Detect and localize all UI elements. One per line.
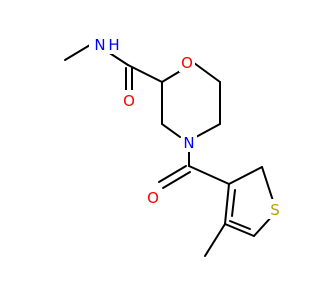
bond-carbonyl2-thiophene bbox=[188, 165, 230, 185]
atom-n-amide-symbol: N bbox=[94, 36, 105, 54]
atom-o-amide: O bbox=[121, 90, 137, 110]
bond-lines bbox=[64, 44, 275, 257]
bond-methyl-n bbox=[64, 44, 91, 61]
atom-o-ring-symbol: O bbox=[181, 54, 193, 72]
atom-o-amide-symbol: O bbox=[123, 92, 135, 110]
bond-n-ring-c3 bbox=[161, 123, 181, 138]
bond-c4-c3-thiophene-inner bbox=[231, 189, 236, 217]
bond-c4-c3-thiophene bbox=[224, 183, 230, 225]
atom-o-ring: O bbox=[179, 52, 195, 72]
bond-c5-c4-thiophene bbox=[224, 223, 255, 237]
bond-carbonyl-c2 bbox=[127, 64, 163, 83]
bond-c5-n-ring bbox=[195, 123, 221, 138]
bond-carbonyl2-o-double-2 bbox=[162, 171, 191, 189]
bond-n-carbonyl bbox=[107, 51, 129, 66]
bond-c2-o-ring bbox=[161, 69, 183, 83]
bond-c5-c4-thiophene-inner bbox=[229, 220, 251, 230]
molecule-structure: N H O O N O S bbox=[64, 34, 283, 257]
bond-c3-c2-thiophene bbox=[228, 166, 263, 185]
atom-o-carbonyl-symbol: O bbox=[147, 189, 159, 207]
bond-c2-s-thiophene bbox=[261, 166, 275, 205]
bond-carbonyl2-o-double-1 bbox=[158, 165, 187, 183]
atom-n-amide: N H bbox=[89, 34, 121, 54]
atom-n-ring: N bbox=[181, 132, 197, 152]
atom-s-thiophene-symbol: S bbox=[270, 201, 280, 219]
bond-thiophene-methyl bbox=[204, 223, 226, 257]
atom-n-amide-hydrogen: H bbox=[108, 36, 119, 54]
atom-o-carbonyl: O bbox=[145, 187, 161, 207]
atom-s-thiophene: S bbox=[267, 199, 283, 219]
atom-n-ring-symbol: N bbox=[183, 134, 194, 152]
